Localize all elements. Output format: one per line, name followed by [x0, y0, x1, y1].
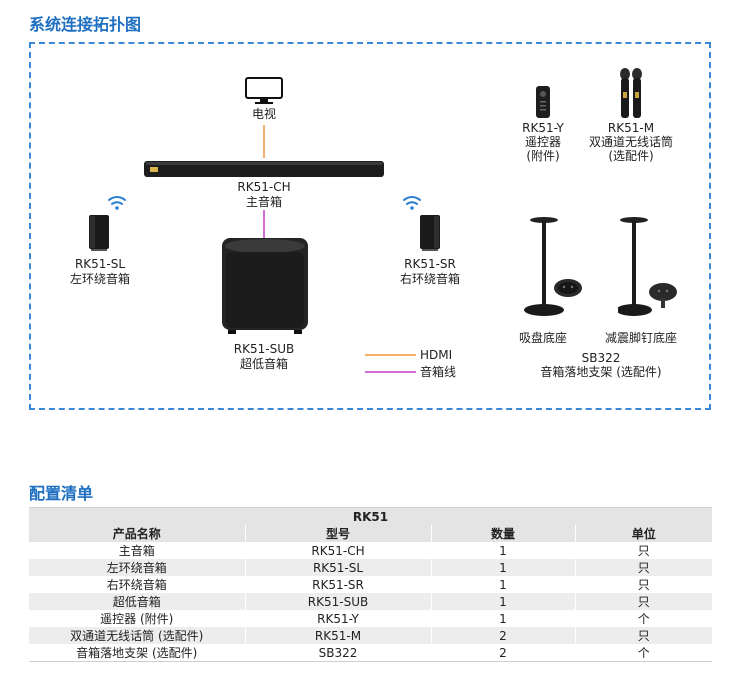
remote-image: [536, 86, 550, 118]
cell-model: SB322: [244, 644, 431, 662]
cell-name: 右环绕音箱: [106, 578, 167, 592]
cell-qty: 1: [430, 559, 575, 576]
wifi-icon: [108, 196, 126, 210]
col-header-name: 产品名称: [112, 527, 161, 541]
cell-model: RK51-SUB: [244, 593, 431, 610]
cell-name: 双通道无线话筒 (选配件): [70, 629, 204, 643]
stand-name: 音箱落地支架 (选配件): [540, 365, 662, 379]
cell-qty: 2: [430, 627, 575, 644]
cell-name: 主音箱: [118, 544, 155, 558]
table-row: 超低音箱 RK51-SUB 1 只: [29, 593, 712, 610]
cell-model: RK51-SR: [244, 576, 431, 593]
main-speaker-model: RK51-CH: [237, 180, 291, 194]
cell-qty: 1: [430, 576, 575, 593]
right-surround-name: 右环绕音箱: [399, 272, 460, 286]
legend-hdmi-label: HDMI: [420, 348, 453, 362]
cell-model: RK51-CH: [244, 542, 431, 559]
topology-title: 系统连接拓扑图: [29, 15, 142, 34]
topology-frame: [29, 42, 711, 410]
cell-name: 左环绕音箱: [106, 561, 167, 575]
cell-qty: 2: [430, 644, 575, 662]
table-band-title: RK51: [29, 507, 712, 525]
right-surround-model: RK51-SR: [404, 257, 456, 271]
cell-unit: 只: [574, 542, 712, 559]
stand-model: SB322: [581, 351, 621, 365]
stand-spike-base-image: [618, 217, 677, 316]
cell-unit: 个: [574, 610, 712, 627]
table-row: 左环绕音箱 RK51-SL 1 只: [29, 559, 712, 576]
cell-model: RK51-SL: [244, 559, 431, 576]
microphone-image: [620, 68, 642, 118]
table-row: 双通道无线话筒 (选配件) RK51-M 2 只: [29, 627, 712, 644]
cell-name: 音箱落地支架 (选配件): [29, 644, 245, 662]
remote-model: RK51-Y: [522, 121, 564, 135]
config-title: 配置清单: [29, 484, 94, 503]
table-row: 右环绕音箱 RK51-SR 1 只: [29, 576, 712, 593]
col-header-unit: 单位: [574, 525, 712, 542]
cell-unit: 只: [574, 627, 712, 644]
cell-unit: 个: [574, 644, 712, 662]
right-surround-speaker-image: [420, 215, 440, 251]
wifi-icon: [403, 196, 421, 210]
cell-qty: 1: [430, 593, 575, 610]
cell-unit: 只: [574, 593, 712, 610]
table-row: 主音箱 RK51-CH 1 只: [29, 542, 712, 559]
microphone-name: 双通道无线话筒: [588, 135, 673, 149]
remote-name: 遥控器: [524, 135, 561, 149]
microphone-note: (选配件): [608, 149, 654, 163]
subwoofer-image: [222, 238, 308, 334]
main-speaker-name: 主音箱: [245, 195, 282, 209]
cell-unit: 只: [574, 559, 712, 576]
cell-name: 遥控器 (附件): [100, 612, 174, 626]
left-surround-speaker-image: [89, 215, 109, 251]
tv-label: 电视: [251, 107, 276, 121]
stand-base2-label: 减震脚钉底座: [604, 331, 677, 345]
remote-note: (附件): [526, 149, 560, 163]
cell-model: RK51-M: [244, 627, 431, 644]
cell-qty: 1: [430, 542, 575, 559]
col-header-model: 型号: [244, 525, 431, 542]
cell-unit: 只: [574, 576, 712, 593]
left-surround-name: 左环绕音箱: [69, 272, 130, 286]
table-band-row: RK51: [29, 507, 712, 525]
microphone-model: RK51-M: [607, 121, 655, 135]
cell-name: 超低音箱: [112, 595, 161, 609]
table-row: 音箱落地支架 (选配件) SB322 2 个: [29, 644, 712, 662]
stand-suction-base-image: [524, 217, 582, 316]
config-table: RK51 产品名称 型号 数量 单位 主音箱 RK51-CH 1 只 左环绕音箱…: [29, 507, 712, 662]
legend-speaker-label: 音箱线: [420, 365, 457, 379]
cell-model: RK51-Y: [244, 610, 431, 627]
stand-base1-label: 吸盘底座: [518, 331, 567, 345]
cell-qty: 1: [430, 610, 575, 627]
table-header-row: 产品名称 型号 数量 单位: [29, 525, 712, 542]
col-header-qty: 数量: [430, 525, 575, 542]
table-row: 遥控器 (附件) RK51-Y 1 个: [29, 610, 712, 627]
main-soundbar-image: [144, 161, 384, 177]
left-surround-model: RK51-SL: [74, 257, 126, 271]
subwoofer-model: RK51-SUB: [233, 342, 295, 356]
subwoofer-name: 超低音箱: [239, 357, 288, 371]
tv-icon: [245, 77, 283, 104]
